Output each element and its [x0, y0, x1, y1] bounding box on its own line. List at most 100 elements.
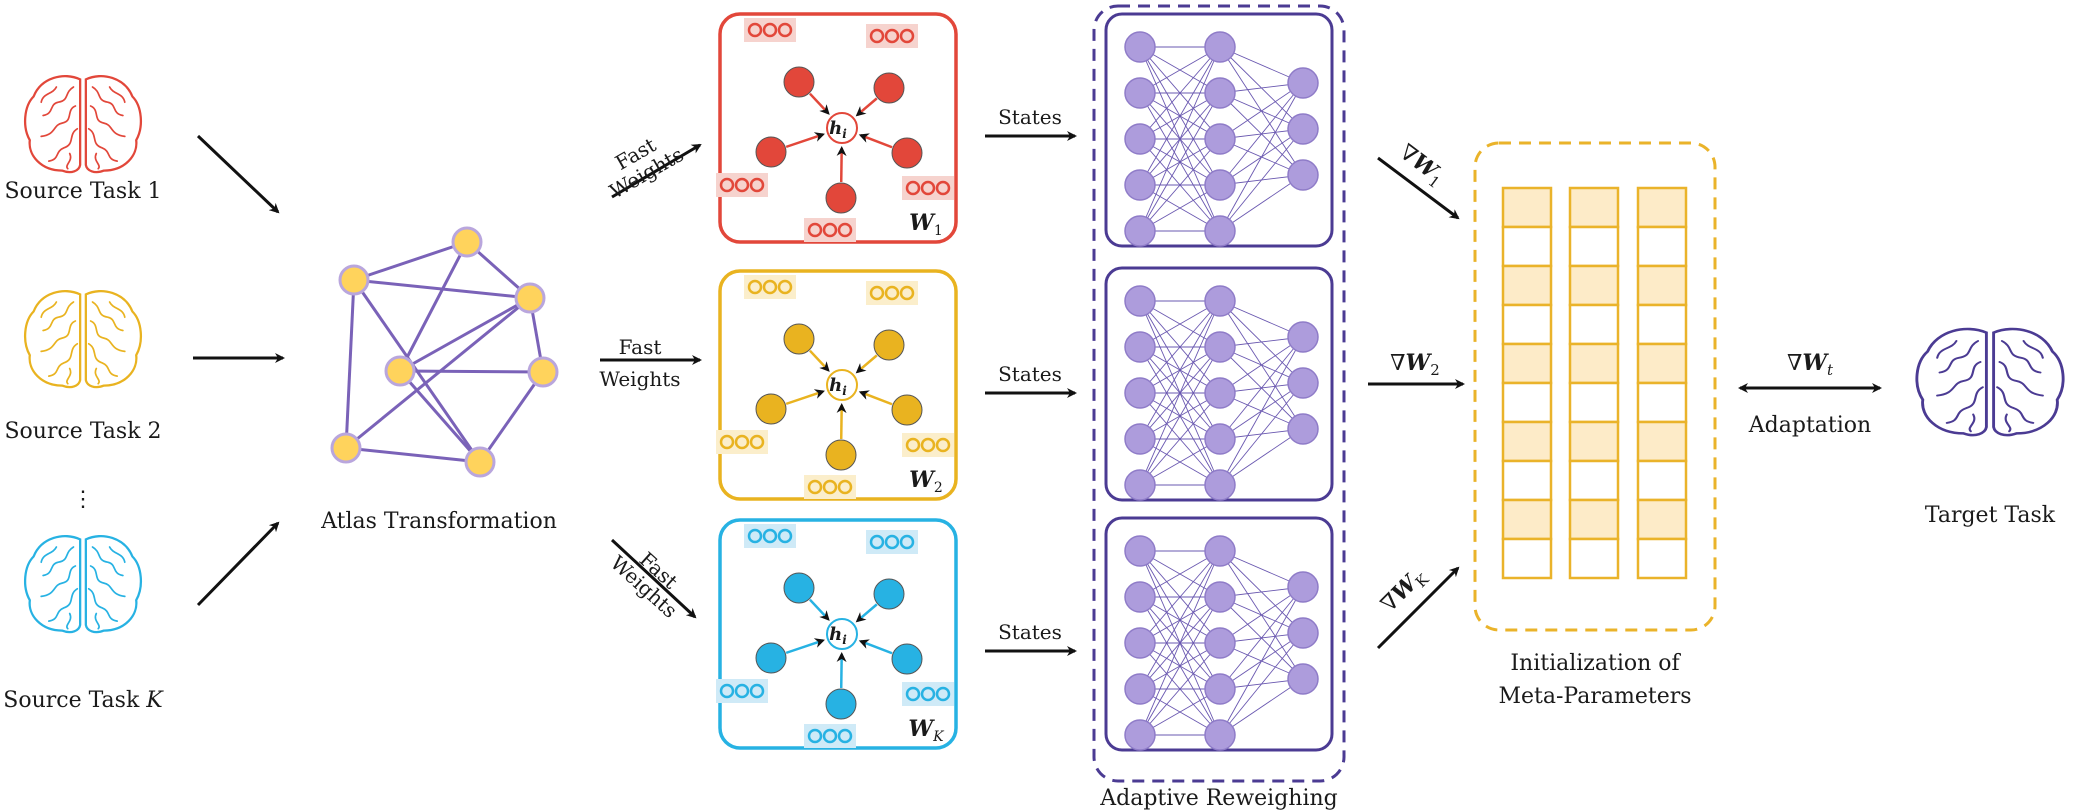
svg-text:Fast: Fast	[619, 335, 662, 359]
nn-connection	[1139, 346, 1221, 486]
message-edge	[858, 390, 893, 406]
neighbor-node	[891, 137, 923, 169]
source-ellipsis: ⋮	[72, 487, 94, 512]
weight-label: W2	[909, 467, 943, 496]
atlas-edge	[398, 370, 482, 463]
meta-label-line2: Meta-Parameters	[1498, 684, 1691, 709]
nn-neuron	[1204, 627, 1236, 659]
gradient-label-1: ∇W1	[1393, 139, 1450, 192]
embedding-badge	[902, 682, 954, 706]
atlas-node	[464, 446, 496, 478]
nn-neuron	[1204, 331, 1236, 363]
nn-neuron	[1124, 331, 1156, 363]
brain-left-hemisphere	[24, 75, 82, 174]
neighbor-node	[825, 182, 857, 214]
meta-parameter-cell	[1636, 186, 1688, 229]
nn-neuron	[1287, 367, 1319, 399]
embedding-badge	[902, 176, 954, 200]
nn-neuron	[1124, 423, 1156, 455]
atlas-label: Atlas Transformation	[320, 509, 557, 534]
meta-parameter-cell	[1501, 264, 1553, 307]
nn-neuron	[1204, 719, 1236, 751]
meta-parameter-cell	[1501, 459, 1553, 502]
meta-parameter-cell	[1501, 225, 1553, 268]
message-edge	[809, 349, 830, 372]
nn-connection	[1139, 300, 1221, 486]
message-edge	[785, 132, 825, 149]
atlas-graph	[330, 226, 559, 478]
meta-parameter-cell	[1636, 459, 1688, 502]
nn-neuron	[1124, 123, 1156, 155]
nn-connection	[1139, 642, 1221, 736]
meta-parameter-cell	[1568, 498, 1620, 541]
embedding-badge	[744, 524, 796, 548]
nn-neuron	[1124, 285, 1156, 317]
neighbor-node	[755, 642, 787, 674]
states-label-2: States	[998, 362, 1062, 386]
arrow-gradient-k	[1376, 566, 1460, 650]
nn-neuron	[1204, 377, 1236, 409]
message-edge	[858, 133, 893, 149]
adaptation-gradient-label: ∇Wt	[1787, 350, 1834, 379]
nn-connection	[1139, 46, 1221, 232]
nn-neuron	[1124, 535, 1156, 567]
embedding-badge	[716, 173, 768, 197]
nn-neuron	[1204, 169, 1236, 201]
meta-parameter-cell	[1568, 342, 1620, 385]
neighbor-node	[783, 572, 815, 604]
nn-neuron	[1124, 77, 1156, 109]
target-task-label: Target Task	[1925, 503, 2056, 528]
atlas-node	[527, 356, 559, 388]
nn-neuron	[1287, 67, 1319, 99]
nn-neuron	[1124, 469, 1156, 501]
neighbor-node	[873, 578, 905, 610]
states-label-k: States	[998, 620, 1062, 644]
embedding-badge	[866, 530, 918, 554]
neighbor-node	[873, 329, 905, 361]
brain-left-hemisphere	[24, 535, 82, 634]
meta-parameter-cell	[1501, 381, 1553, 424]
meta-parameter-cell	[1568, 420, 1620, 463]
nn-neuron	[1204, 215, 1236, 247]
meta-parameter-cell	[1636, 342, 1688, 385]
nn-neuron	[1124, 627, 1156, 659]
nn-connection	[1139, 392, 1221, 486]
brain-right-hemisphere	[84, 75, 142, 174]
message-edge	[855, 97, 878, 117]
nn-connection	[1139, 300, 1221, 440]
weight-label: WK	[908, 716, 945, 745]
meta-parameter-cell	[1636, 264, 1688, 307]
center-node	[826, 369, 858, 401]
meta-parameter-cell	[1501, 420, 1553, 463]
nn-neuron	[1204, 31, 1236, 63]
states-label-1: States	[998, 105, 1062, 129]
neighbor-node	[891, 394, 923, 426]
nn-neuron	[1124, 673, 1156, 705]
atlas-edge	[478, 371, 545, 463]
arrow-fast-weights-1	[611, 143, 702, 199]
center-node-label: hi	[829, 118, 847, 141]
embedding-badge	[716, 430, 768, 454]
fast-weights-label-1: Fast Weights	[605, 133, 687, 204]
target-task-brain-icon	[1915, 327, 2065, 437]
message-edge	[855, 603, 878, 623]
meta-parameter-cell	[1501, 186, 1553, 229]
nn-neuron	[1287, 113, 1319, 145]
arrow-source1-atlas	[196, 134, 280, 214]
nn-connection	[1219, 428, 1304, 486]
nn-connection	[1139, 550, 1221, 644]
center-node	[826, 112, 858, 144]
meta-parameter-cell	[1568, 381, 1620, 424]
adaptive-reweighing-frame	[1092, 4, 1346, 783]
neighbor-node	[755, 136, 787, 168]
nn-neuron	[1204, 581, 1236, 613]
nn-neuron	[1204, 77, 1236, 109]
embedding-badge	[866, 281, 918, 305]
nn-neuron	[1287, 413, 1319, 445]
arrow-sourcek-atlas	[196, 521, 280, 607]
message-edge	[855, 354, 878, 374]
